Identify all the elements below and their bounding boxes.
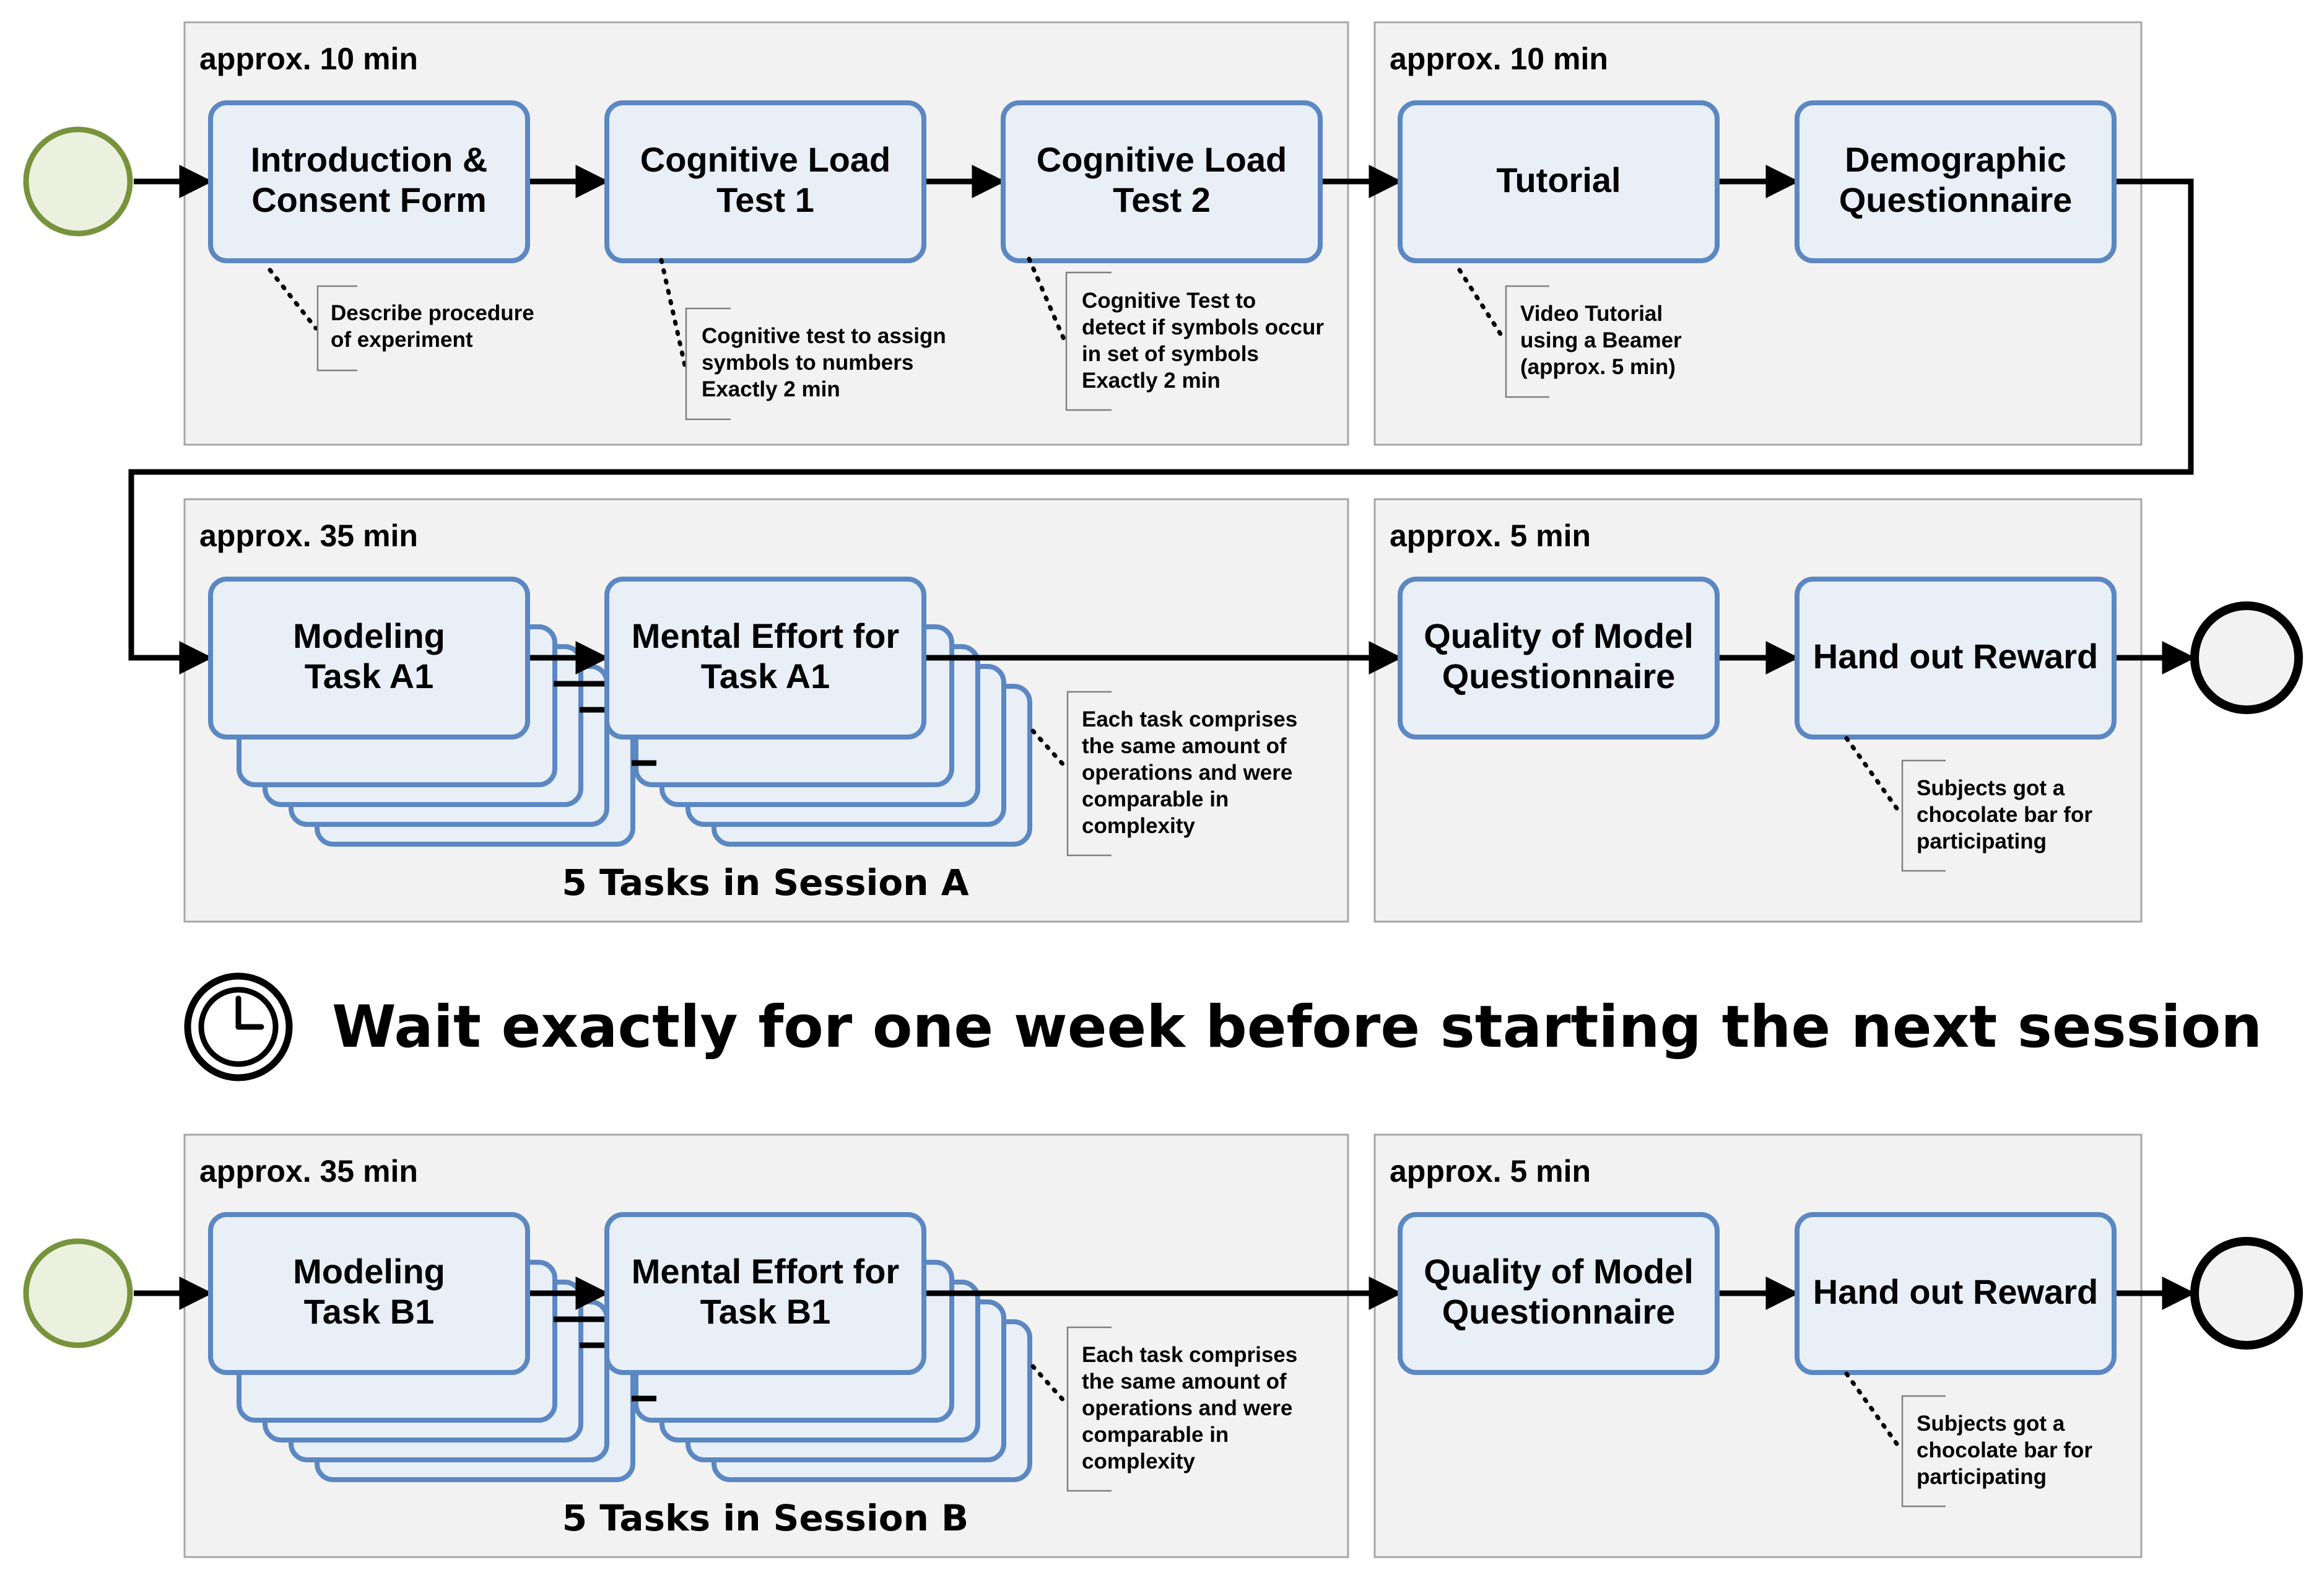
task-label: Cognitive Load	[640, 140, 890, 179]
annotation-tasks-b: Each task comprises the same amount of o…	[1030, 1326, 1297, 1492]
session-b-label: 5 Tasks in Session B	[562, 1497, 969, 1539]
annotation-cog2: Cognitive Test to detect if symbols occu…	[1027, 256, 1324, 411]
session-a-label: 5 Tasks in Session A	[562, 862, 968, 904]
task-label: Cognitive Load	[1037, 140, 1287, 179]
annotation-line: detect if symbols occur	[1082, 315, 1324, 339]
end-event	[2190, 601, 2303, 714]
start-event	[23, 126, 133, 237]
task-label: Quality of Model	[1424, 616, 1694, 655]
start-event	[23, 1238, 133, 1348]
task-label: Consent Form	[251, 180, 487, 219]
task-quality-questionnaire-a: Quality of Model Questionnaire	[1398, 577, 1720, 740]
lane-title: approx. 35 min	[199, 1154, 418, 1189]
annotation-tutorial: Video Tutorial using a Beamer (approx. 5…	[1457, 268, 1682, 398]
annotation-line: Video Tutorial	[1520, 302, 1663, 326]
task-mental-effort-b1: Mental Effort for Task B1	[604, 1212, 926, 1375]
annotation-line: participating	[1917, 1465, 2047, 1489]
annotation-line: symbols to numbers	[702, 351, 913, 375]
annotation-line: the same amount of	[1082, 734, 1287, 758]
annotation-line: operations and were	[1082, 761, 1292, 785]
annotation-line: participating	[1917, 829, 2047, 853]
annotation-line: complexity	[1082, 1449, 1195, 1473]
annotation-line: Cognitive Test to	[1082, 289, 1256, 313]
end-event	[2190, 1237, 2303, 1350]
task-quality-questionnaire-b: Quality of Model Questionnaire	[1398, 1212, 1720, 1375]
annotation-line: Exactly 2 min	[1082, 369, 1221, 393]
task-label: Questionnaire	[1442, 1292, 1676, 1331]
task-label: Tutorial	[1496, 160, 1621, 199]
task-label: Modeling	[293, 1252, 445, 1291]
task-demographic-questionnaire: Demographic Questionnaire	[1795, 100, 2117, 263]
annotation-line: the same amount of	[1082, 1369, 1287, 1394]
lane-title: approx. 35 min	[199, 518, 418, 553]
annotation-line: Subjects got a	[1917, 776, 2065, 800]
task-modeling-b1: Modeling Task B1	[208, 1212, 530, 1375]
annotation-line: comparable in	[1082, 787, 1229, 811]
task-hand-out-reward-a: Hand out Reward	[1795, 577, 2117, 740]
annotation-line: using a Beamer	[1520, 328, 1682, 352]
lane-title: approx. 10 min	[1390, 41, 1608, 76]
task-modeling-a1: Modeling Task A1	[208, 577, 530, 740]
annotation-line: (approx. 5 min)	[1520, 355, 1676, 379]
annotation-line: Each task comprises	[1082, 707, 1297, 731]
task-label: Task A1	[701, 657, 830, 696]
annotation-line: Describe procedure	[331, 301, 534, 325]
task-label: Task B1	[700, 1292, 831, 1331]
flow-demographic-modeling-a	[128, 178, 2194, 674]
task-label: Task B1	[304, 1292, 435, 1331]
task-label: Questionnaire	[1839, 180, 2073, 219]
annotation-reward-a: Subjects got a chocolate bar for partici…	[1844, 736, 2092, 872]
lane-title: approx. 5 min	[1390, 1154, 1591, 1189]
annotation-line: chocolate bar for	[1917, 1438, 2092, 1462]
annotation-line: Subjects got a	[1917, 1412, 2065, 1436]
task-label: Mental Effort for	[632, 1252, 899, 1291]
task-intro: Introduction & Consent Form	[208, 100, 530, 263]
annotation-line: complexity	[1082, 814, 1195, 838]
task-label: Hand out Reward	[1813, 1272, 2098, 1311]
task-cognitive-load-test-2: Cognitive Load Test 2	[1001, 100, 1323, 263]
task-label: Demographic	[1845, 140, 2066, 179]
task-label: Introduction &	[251, 140, 488, 179]
task-cognitive-load-test-1: Cognitive Load Test 1	[604, 100, 926, 263]
annotation-line: in set of symbols	[1082, 342, 1259, 366]
timer-icon	[184, 972, 293, 1081]
annotation-line: comparable in	[1082, 1423, 1229, 1447]
wait-message: Wait exactly for one week before startin…	[332, 993, 2262, 1061]
annotation-line: Cognitive test to assign	[702, 324, 946, 348]
task-label: Test 2	[1113, 180, 1211, 219]
task-label: Questionnaire	[1442, 657, 1676, 696]
task-label: Task A1	[305, 657, 434, 696]
annotation-line: chocolate bar for	[1917, 803, 2092, 827]
annotation-line: Exactly 2 min	[702, 377, 840, 401]
annotation-line: operations and were	[1082, 1396, 1292, 1420]
task-tutorial: Tutorial	[1398, 100, 1720, 263]
task-label: Modeling	[293, 616, 445, 655]
annotation-cog1: Cognitive test to assign symbols to numb…	[659, 258, 946, 421]
task-label: Mental Effort for	[632, 616, 899, 655]
annotation-line: Each task comprises	[1082, 1343, 1297, 1367]
annotation-intro: Describe procedure of experiment	[268, 268, 534, 372]
lane-title: approx. 10 min	[199, 41, 418, 76]
annotation-tasks-a: Each task comprises the same amount of o…	[1030, 691, 1297, 857]
annotation-reward-b: Subjects got a chocolate bar for partici…	[1844, 1371, 2092, 1508]
annotation-line: of experiment	[331, 328, 473, 352]
task-hand-out-reward-b: Hand out Reward	[1795, 1212, 2117, 1375]
task-label: Hand out Reward	[1813, 637, 2098, 676]
task-mental-effort-a1: Mental Effort for Task A1	[604, 577, 926, 740]
task-label: Test 1	[716, 180, 814, 219]
lane-title: approx. 5 min	[1390, 518, 1591, 553]
task-label: Quality of Model	[1424, 1252, 1694, 1291]
sequence-flows	[128, 165, 2196, 1402]
